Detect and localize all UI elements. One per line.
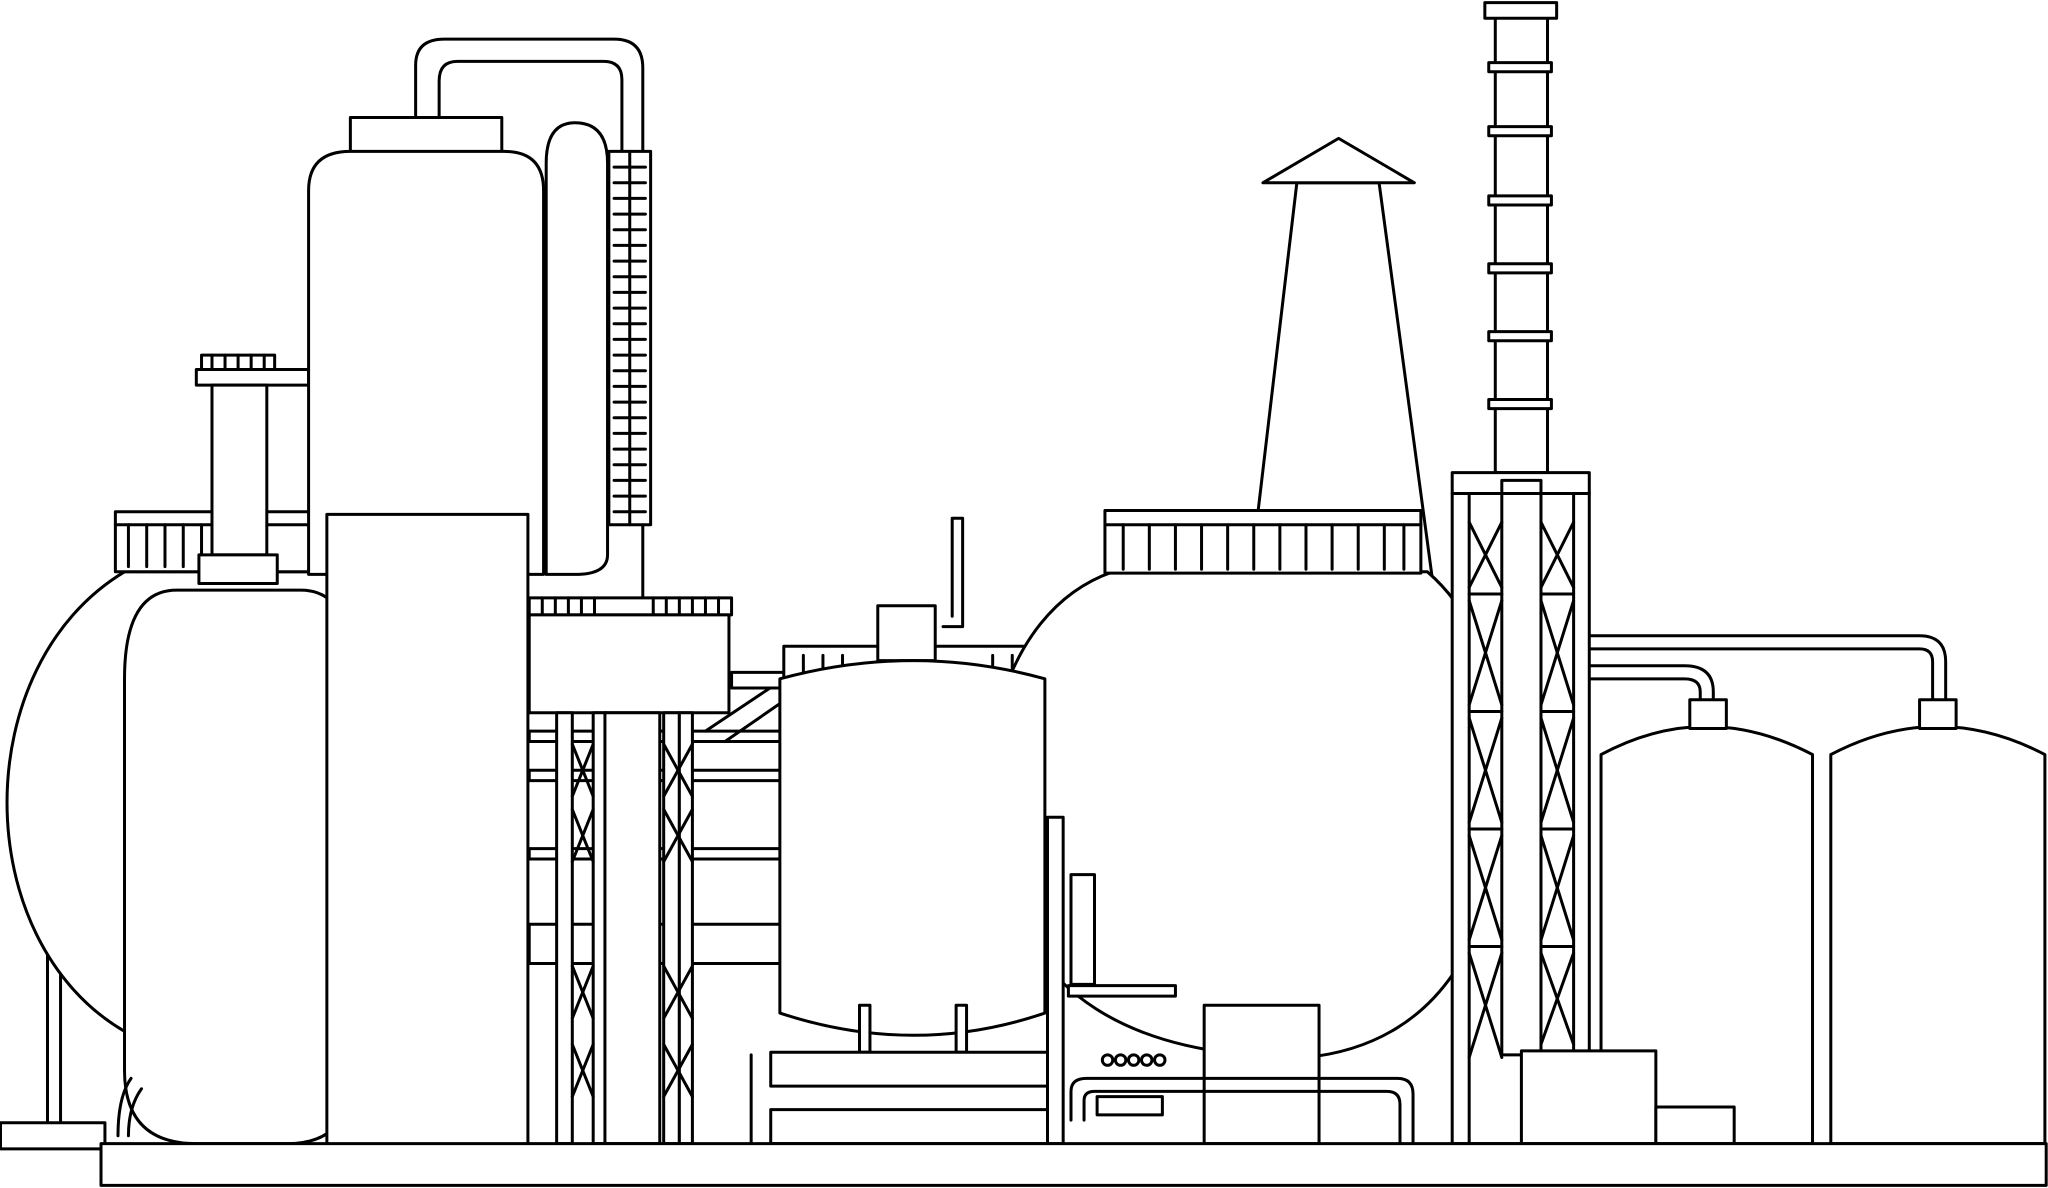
- overhead-return-pipe: [416, 39, 643, 613]
- distillation-column: [309, 117, 544, 574]
- front-block: [327, 514, 528, 1146]
- valve-cluster: [1068, 986, 1413, 1144]
- column-ladder: [609, 151, 651, 524]
- silo-right: [1831, 700, 2045, 1144]
- left-capsule-tank: [0, 590, 352, 1149]
- silo-left: [1601, 700, 1812, 1144]
- ground-base: [101, 1144, 2046, 1186]
- silo-feed-pipes: [1580, 636, 1946, 705]
- column-platform: [529, 598, 731, 713]
- slim-column: [546, 123, 607, 575]
- smokestack: [1485, 3, 1557, 473]
- center-drum-tank: [751, 518, 1094, 1143]
- lattice-tower: [1452, 473, 1734, 1144]
- left-riser-pipe: [196, 355, 308, 583]
- platform-supports: [557, 713, 693, 1144]
